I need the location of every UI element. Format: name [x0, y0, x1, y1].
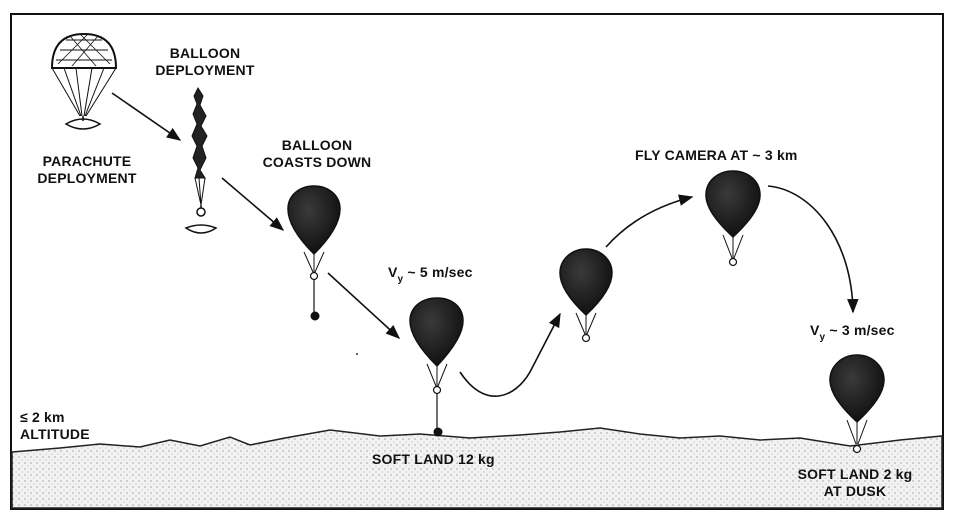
altitude-caption: ALTITUDE [20, 426, 90, 442]
balloon-icon-ascending [559, 248, 613, 343]
balloon-icon-dusk [829, 354, 885, 454]
arrow-icon [767, 185, 859, 314]
velocity-symbol: V [810, 322, 820, 338]
fly-camera-label: FLY CAMERA AT ~ 3 km [635, 147, 798, 163]
soft-land-2kg-line2: AT DUSK [823, 483, 887, 499]
velocity-subscript: y [819, 332, 826, 343]
flow-arrows [111, 92, 859, 398]
arrow-icon [111, 92, 182, 141]
balloon-icon-coasting [287, 185, 341, 321]
balloon-icon-landing [409, 297, 464, 437]
arrow-icon [605, 194, 694, 248]
diagram-frame [10, 13, 944, 510]
arrow-icon [327, 272, 401, 339]
balloon-coasts-down-label: BALLOON COASTS DOWN [262, 137, 372, 171]
altitude-value: ≤ 2 km [20, 409, 65, 425]
altitude-label: ≤ 2 km ALTITUDE [20, 409, 90, 443]
descent-velocity-label: Vy ~ 5 m/sec [388, 264, 473, 285]
balloon-deployment-line1: BALLOON [169, 45, 241, 61]
arrow-icon [459, 312, 561, 398]
final-velocity-label: Vy ~ 3 m/sec [810, 322, 895, 343]
coasts-down-line1: BALLOON [281, 137, 353, 153]
balloon-icon-camera [705, 170, 761, 267]
parachute-icon [50, 32, 118, 130]
ground-terrain [11, 427, 943, 509]
arrow-icon [221, 177, 285, 231]
soft-land-12kg-label: SOFT LAND 12 kg [372, 451, 495, 467]
crumpled-balloon-icon [184, 86, 218, 234]
velocity-subscript: y [397, 274, 404, 285]
velocity-value: ~ 5 m/sec [403, 264, 473, 280]
velocity-value: ~ 3 m/sec [825, 322, 895, 338]
coasts-down-line2: COASTS DOWN [262, 154, 372, 170]
balloon-deployment-label: BALLOON DEPLOYMENT [150, 45, 260, 79]
soft-land-2kg-label: SOFT LAND 2 kg AT DUSK [790, 466, 920, 500]
soft-land-2kg-line1: SOFT LAND 2 kg [797, 466, 913, 482]
balloon-deployment-line2: DEPLOYMENT [155, 62, 255, 78]
velocity-symbol: V [388, 264, 398, 280]
parachute-deployment-line2: DEPLOYMENT [37, 170, 137, 186]
parachute-deployment-line1: PARACHUTE [42, 153, 132, 169]
parachute-deployment-label: PARACHUTE DEPLOYMENT [22, 153, 152, 187]
